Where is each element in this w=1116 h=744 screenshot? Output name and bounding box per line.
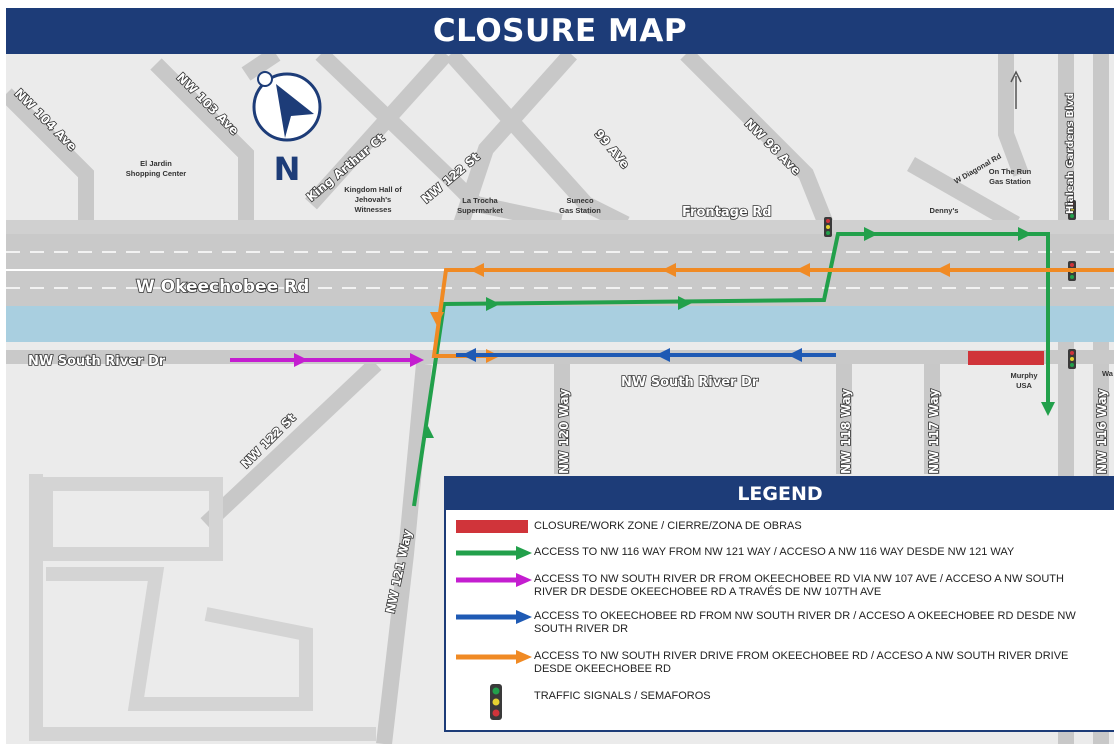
- canal: [6, 306, 1114, 342]
- road-label-south-river-left: NW South River Dr: [28, 354, 166, 369]
- frontage-road: [6, 220, 1114, 234]
- place-murphy: Murphy: [1010, 371, 1038, 380]
- legend-text: CLOSURE/WORK ZONE / CIERRE/ZONA DE OBRAS: [534, 520, 802, 532]
- compass-icon: N: [252, 71, 322, 188]
- road-label-south-river-center: NW South River Dr: [621, 375, 759, 390]
- place-kingdom-hall: Kingdom Hall of: [344, 185, 402, 194]
- place-kingdom-hall-3: Witnesses: [354, 205, 391, 214]
- place-murphy-2: USA: [1016, 381, 1032, 390]
- legend-item-blue: ACCESS TO OKEECHOBEE RD FROM NW SOUTH RI…: [446, 610, 1094, 636]
- orange-route-arrows: [430, 263, 950, 363]
- legend-item-magenta: ACCESS TO NW SOUTH RIVER DR FROM OKEECHO…: [446, 573, 1094, 599]
- place-dennys: Denny's: [930, 206, 959, 215]
- road-label-nw116way: NW 116 Way: [1095, 389, 1109, 474]
- place-wa: Wa: [1102, 369, 1114, 378]
- traffic-signal: [1068, 200, 1076, 220]
- road-label-hialeah: Hialeah Gardens Blvd: [1065, 93, 1076, 214]
- place-suneco-2: Gas Station: [559, 206, 601, 215]
- legend-title: LEGEND: [446, 478, 1114, 510]
- lower-blocks: [29, 474, 376, 741]
- road-label-nw118way: NW 118 Way: [839, 389, 853, 474]
- legend-item-orange: ACCESS TO NW SOUTH RIVER DRIVE FROM OKEE…: [446, 650, 1094, 676]
- legend-item-closure: CLOSURE/WORK ZONE / CIERRE/ZONA DE OBRAS: [446, 520, 1094, 534]
- closure-zone: [968, 351, 1044, 365]
- compass-letter: N: [274, 150, 301, 188]
- place-on-the-run-2: Gas Station: [989, 177, 1031, 186]
- legend-item-signal: TRAFFIC SIGNALS / SEMAFOROS: [446, 684, 1094, 722]
- traffic-signal: [824, 217, 832, 237]
- traffic-signal-icon: [456, 684, 534, 722]
- legend-text: TRAFFIC SIGNALS / SEMAFOROS: [534, 690, 711, 702]
- legend-text: ACCESS TO NW SOUTH RIVER DR FROM OKEECHO…: [534, 573, 1064, 598]
- place-la-trocha: La Trocha: [462, 196, 498, 205]
- place-on-the-run: On The Run: [989, 167, 1032, 176]
- green-route: [412, 232, 1050, 507]
- place-la-trocha-2: Supermarket: [457, 206, 503, 215]
- road-label-frontage: Frontage Rd: [682, 205, 772, 220]
- traffic-signal: [1068, 349, 1076, 369]
- green-route-arrows: [422, 227, 1055, 438]
- road-label-okeechobee: W Okeechobee Rd: [136, 277, 309, 297]
- blue-route-arrows: [462, 348, 802, 362]
- road-label-nw120way: NW 120 Way: [557, 389, 571, 474]
- magenta-route-arrows: [294, 353, 424, 367]
- place-kingdom-hall-2: Jehovah's: [355, 195, 391, 204]
- map-frame: CLOSURE MAP: [6, 8, 1114, 744]
- road-label-nw117way: NW 117 Way: [927, 389, 941, 474]
- north-arrow-icon: [1010, 70, 1022, 109]
- place-el-jardin: El Jardin: [140, 159, 172, 168]
- legend-item-green: ACCESS TO NW 116 WAY FROM NW 121 WAY / A…: [446, 546, 1094, 560]
- place-el-jardin-2: Shopping Center: [126, 169, 186, 178]
- legend-panel: LEGEND CLOSURE/WORK ZONE / CIERRE/ZONA D…: [444, 476, 1114, 732]
- legend-text: ACCESS TO NW SOUTH RIVER DRIVE FROM OKEE…: [534, 650, 1069, 675]
- legend-text: ACCESS TO OKEECHOBEE RD FROM NW SOUTH RI…: [534, 610, 1076, 635]
- legend-text: ACCESS TO NW 116 WAY FROM NW 121 WAY / A…: [534, 546, 1015, 558]
- page-title: CLOSURE MAP: [6, 8, 1114, 54]
- lower-streets: [200, 358, 940, 744]
- place-suneco: Suneco: [566, 196, 594, 205]
